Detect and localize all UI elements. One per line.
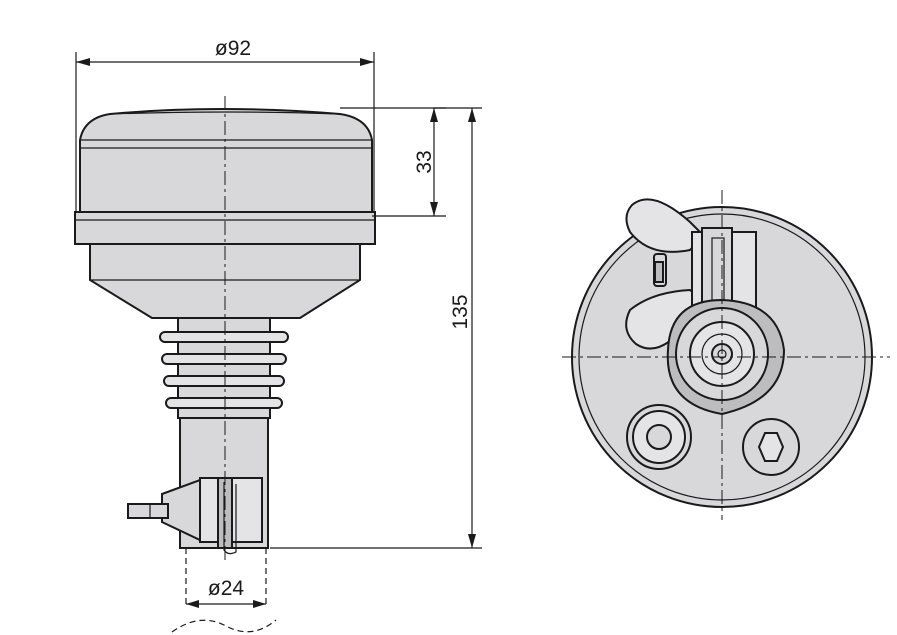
dimension-base-diameter: ø24 xyxy=(186,577,266,608)
hex-bolt xyxy=(742,418,800,476)
lens-dome xyxy=(79,108,373,213)
bellows-rib-4 xyxy=(165,397,283,409)
bellows-rib-2 xyxy=(161,353,287,365)
dimension-top-diameter: ø92 xyxy=(75,37,375,212)
dim-cap-height-label: 33 xyxy=(413,150,436,173)
bellows-rib-1 xyxy=(159,331,289,343)
dimension-total-height: 135 xyxy=(270,107,482,549)
side-view xyxy=(74,96,376,633)
cable-gland xyxy=(626,404,692,470)
bottom-view xyxy=(562,190,890,520)
clamp-screw xyxy=(127,503,169,519)
bellows-rib-3 xyxy=(163,375,285,387)
dimension-cap-height: 33 xyxy=(340,107,446,217)
wing-nut xyxy=(625,198,706,350)
clamp-assembly xyxy=(127,477,263,555)
pole-break-line xyxy=(171,619,277,633)
flexible-bellows xyxy=(159,317,289,419)
dim-top-diameter-label: ø92 xyxy=(215,37,251,60)
lens-dome-highlight xyxy=(109,111,341,115)
dim-base-diameter-label: ø24 xyxy=(208,577,245,600)
dim-total-height-label: 135 xyxy=(449,294,472,329)
